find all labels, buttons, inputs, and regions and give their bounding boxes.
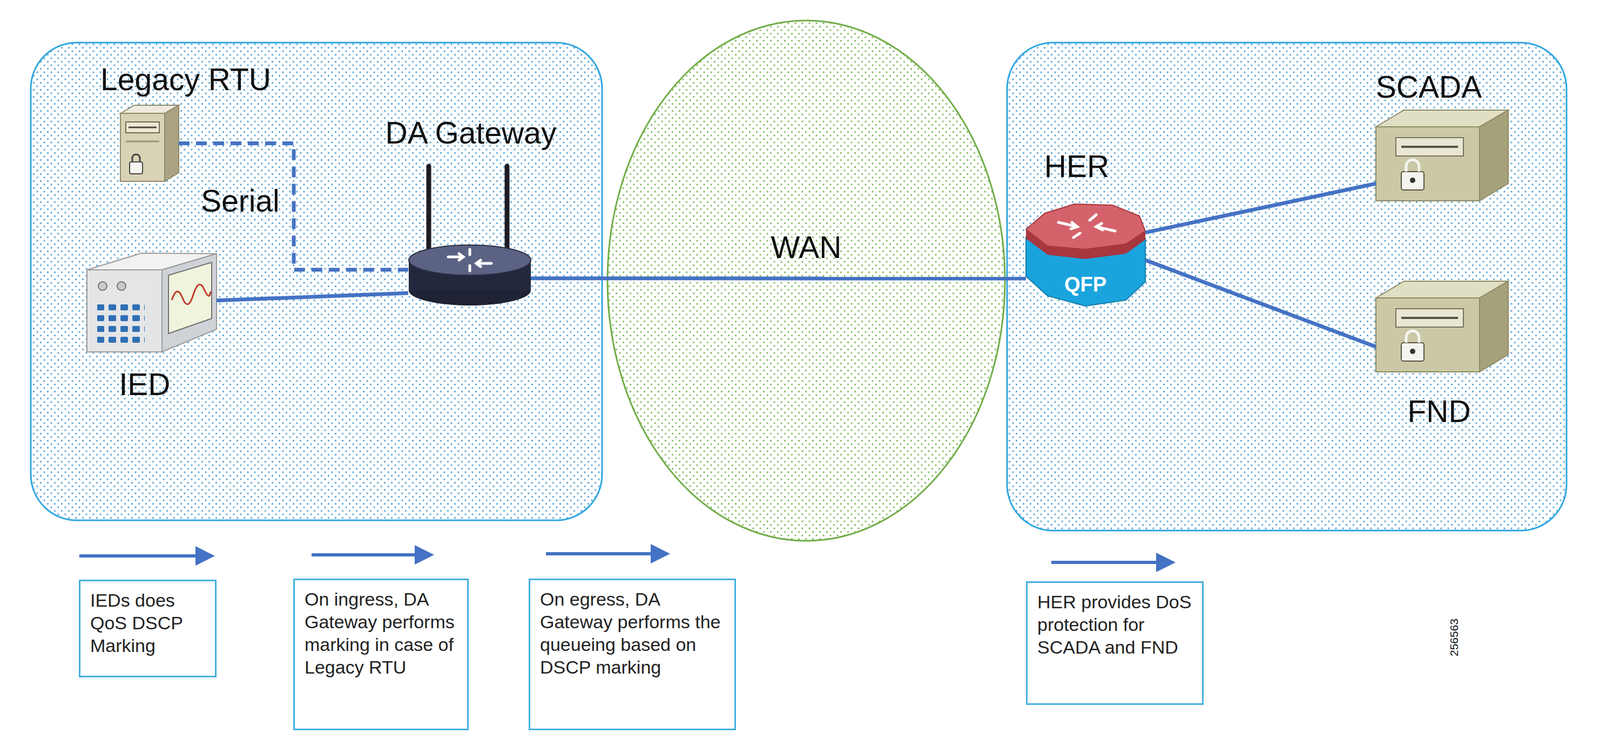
site-region bbox=[1007, 42, 1567, 531]
her-router-icon bbox=[1089, 214, 1097, 221]
device-label: Legacy RTU bbox=[100, 62, 272, 97]
scada-server: SCADA bbox=[1375, 110, 1509, 201]
note-box: IEDs does QoS DSCP Marking bbox=[78, 579, 217, 678]
device-label: DA Gateway bbox=[385, 116, 557, 151]
device-label: SCADA bbox=[1375, 70, 1482, 105]
flow-arrow bbox=[79, 554, 206, 558]
flow-arrow bbox=[1051, 561, 1166, 565]
gateway-router-icon bbox=[426, 166, 432, 259]
flow-arrow bbox=[311, 553, 425, 557]
gateway-router-icon bbox=[408, 245, 531, 276]
device-label: WAN bbox=[771, 230, 842, 265]
gateway-device: DA Gateway bbox=[408, 244, 531, 307]
gateway-router-icon bbox=[468, 249, 472, 255]
gateway-router-icon bbox=[408, 166, 531, 306]
her-router-icon bbox=[1025, 204, 1146, 307]
ied-icon bbox=[161, 253, 217, 353]
her-router-icon bbox=[1025, 204, 1146, 250]
her-router-icon bbox=[1096, 223, 1103, 231]
ied-icon bbox=[86, 253, 217, 353]
server-icon bbox=[1375, 281, 1509, 373]
rtu-icon bbox=[164, 105, 179, 182]
note-box: HER provides DoS protection for SCADA an… bbox=[1025, 581, 1204, 706]
network-link bbox=[1145, 183, 1376, 233]
gateway-router-icon bbox=[448, 249, 492, 272]
rtu-icon bbox=[125, 122, 160, 133]
her-router-icon bbox=[1073, 233, 1080, 238]
gateway-router-icon bbox=[504, 166, 510, 259]
ied-icon bbox=[171, 284, 211, 305]
note-text: IEDs does QoS DSCP Marking bbox=[90, 589, 206, 658]
network-link bbox=[530, 276, 1026, 281]
device-label: HER bbox=[1044, 149, 1110, 184]
ied-icon bbox=[98, 281, 107, 291]
network-link bbox=[216, 293, 409, 301]
ied-device: IED bbox=[86, 253, 217, 353]
ied-icon bbox=[117, 281, 126, 291]
gateway-router-icon bbox=[468, 265, 472, 272]
flow-arrow bbox=[545, 552, 661, 556]
rtu-icon bbox=[128, 126, 157, 129]
network-link bbox=[1145, 260, 1376, 348]
device-label: IED bbox=[118, 367, 171, 402]
rtu-icon bbox=[129, 161, 143, 174]
edge-label: Serial bbox=[200, 183, 280, 219]
gateway-router-icon bbox=[458, 253, 464, 261]
ied-icon bbox=[168, 262, 212, 334]
server-icon bbox=[1375, 110, 1509, 201]
figure-number: 256563 bbox=[1447, 618, 1461, 657]
site-region bbox=[30, 42, 603, 521]
her-router-icon bbox=[1058, 214, 1116, 238]
note-box: On egress, DA Gateway performs the queue… bbox=[528, 578, 737, 731]
rtu-icon bbox=[125, 140, 160, 143]
note-box: On ingress, DA Gateway performs marking … bbox=[293, 578, 469, 731]
her-router-icon bbox=[1070, 222, 1078, 229]
fnd-server: FND bbox=[1375, 280, 1509, 373]
wan-cloud-node: WAN bbox=[607, 20, 1005, 542]
rtu-icon bbox=[120, 105, 179, 182]
her-router: HERQFP bbox=[1025, 204, 1146, 307]
serial-link bbox=[178, 143, 409, 270]
wan-cloud bbox=[607, 20, 1005, 542]
note-text: On ingress, DA Gateway performs marking … bbox=[304, 588, 458, 680]
server-icon bbox=[1375, 110, 1509, 373]
ied-icon bbox=[97, 302, 145, 346]
rtu-icon bbox=[132, 154, 140, 162]
ied-icon bbox=[86, 269, 162, 353]
gateway-router-icon bbox=[476, 260, 481, 267]
flow-arrow bbox=[79, 554, 1166, 563]
wan-cloud bbox=[607, 20, 1005, 542]
note-text: HER provides DoS protection for SCADA an… bbox=[1037, 590, 1193, 659]
rtu-device: Legacy RTU bbox=[120, 105, 179, 182]
note-text: On egress, DA Gateway performs the queue… bbox=[539, 588, 725, 680]
device-badge: QFP bbox=[1064, 273, 1107, 297]
device-label: FND bbox=[1407, 394, 1471, 429]
rtu-icon bbox=[120, 113, 165, 182]
